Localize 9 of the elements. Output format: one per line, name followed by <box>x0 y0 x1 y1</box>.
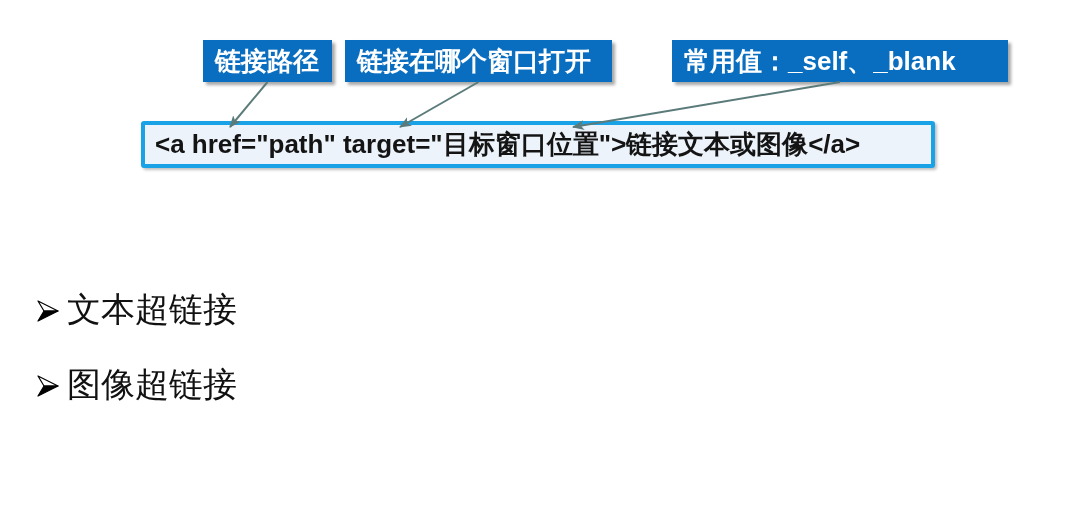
leader-line <box>399 81 480 128</box>
list-item: 图像超链接 <box>67 364 237 404</box>
callout-box: 链接在哪个窗口打开 <box>345 40 612 82</box>
callout-box: 常用值：_self、_blank <box>672 40 1008 82</box>
code-box: <a href="path" target="目标窗口位置">链接文本或图像</a> <box>141 121 935 168</box>
leader-line <box>229 81 269 128</box>
leader-line <box>572 81 841 131</box>
callout-box: 链接路径 <box>203 40 332 82</box>
list-item: 文本超链接 <box>67 289 237 329</box>
